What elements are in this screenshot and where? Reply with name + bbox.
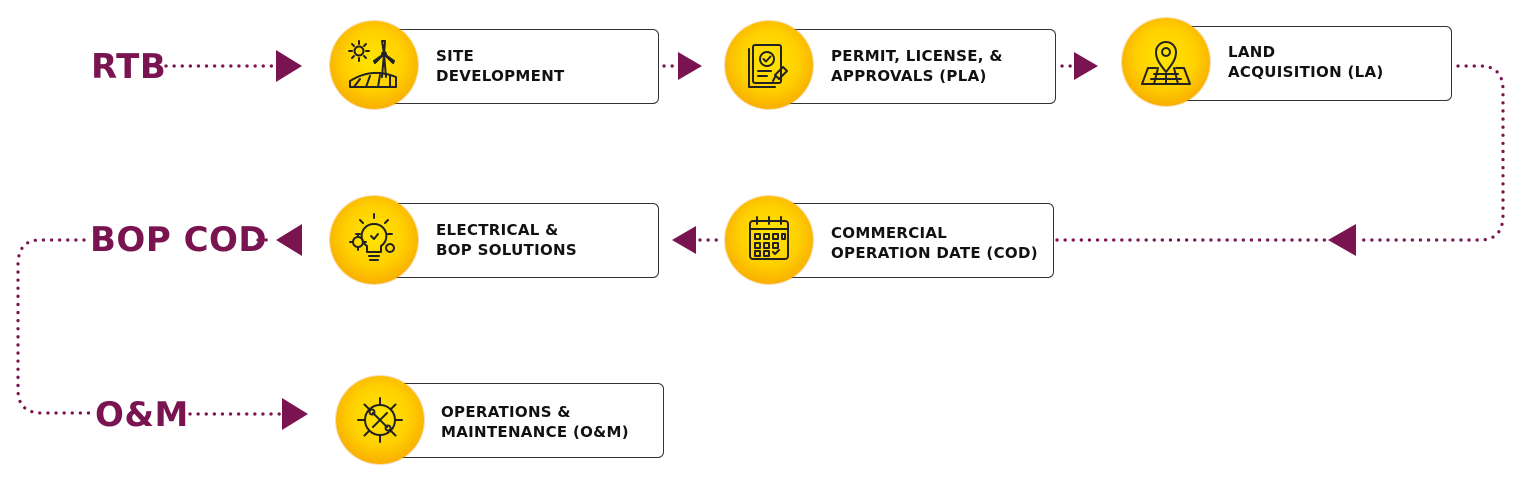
connector-land-cod <box>1356 64 1505 242</box>
stage-label-bop-cod: BOP COD <box>90 220 268 260</box>
approved-document-icon <box>725 21 813 109</box>
arrow-cod-electrical-icon <box>672 226 696 254</box>
step-cod-label: COMMERCIAL OPERATION DATE (COD) <box>831 223 1038 263</box>
connector-bopcod-om <box>16 238 94 415</box>
step-permit-label: PERMIT, LICENSE, & APPROVALS (PLA) <box>831 46 1003 86</box>
arrow-rtb-icon <box>276 50 302 82</box>
step-line: APPROVALS (PLA) <box>831 67 987 85</box>
step-land-label: LAND ACQUISITION (LA) <box>1228 42 1384 82</box>
arrow-bopcod-icon <box>276 224 302 256</box>
step-line: MAINTENANCE (O&M) <box>441 423 629 441</box>
wind-solar-icon <box>330 21 418 109</box>
stage-label-om: O&M <box>95 395 189 435</box>
step-line: SITE <box>436 47 475 65</box>
gear-bulb-icon <box>330 196 418 284</box>
map-pin-icon <box>1122 18 1210 106</box>
step-electrical-label: ELECTRICAL & BOP SOLUTIONS <box>436 220 577 260</box>
step-line: PERMIT, LICENSE, & <box>831 47 1003 65</box>
arrow-permit-land-icon <box>1074 52 1098 80</box>
stage-label-rtb: RTB <box>91 47 167 87</box>
arrow-om-icon <box>282 398 308 430</box>
step-line: DEVELOPMENT <box>436 67 565 85</box>
step-line: LAND <box>1228 43 1276 61</box>
step-line: OPERATIONS & <box>441 403 571 421</box>
step-om-label: OPERATIONS & MAINTENANCE (O&M) <box>441 402 629 442</box>
gear-tools-icon <box>336 376 424 464</box>
step-line: ELECTRICAL & <box>436 221 559 239</box>
step-line: BOP SOLUTIONS <box>436 241 577 259</box>
step-line: OPERATION DATE (COD) <box>831 244 1038 262</box>
step-line: ACQUISITION (LA) <box>1228 63 1384 81</box>
step-line: COMMERCIAL <box>831 224 948 242</box>
arrow-land-cod-icon <box>1328 224 1356 256</box>
arrow-site-permit-icon <box>678 52 702 80</box>
step-site-development-label: SITE DEVELOPMENT <box>436 46 565 86</box>
calendar-check-icon <box>725 196 813 284</box>
